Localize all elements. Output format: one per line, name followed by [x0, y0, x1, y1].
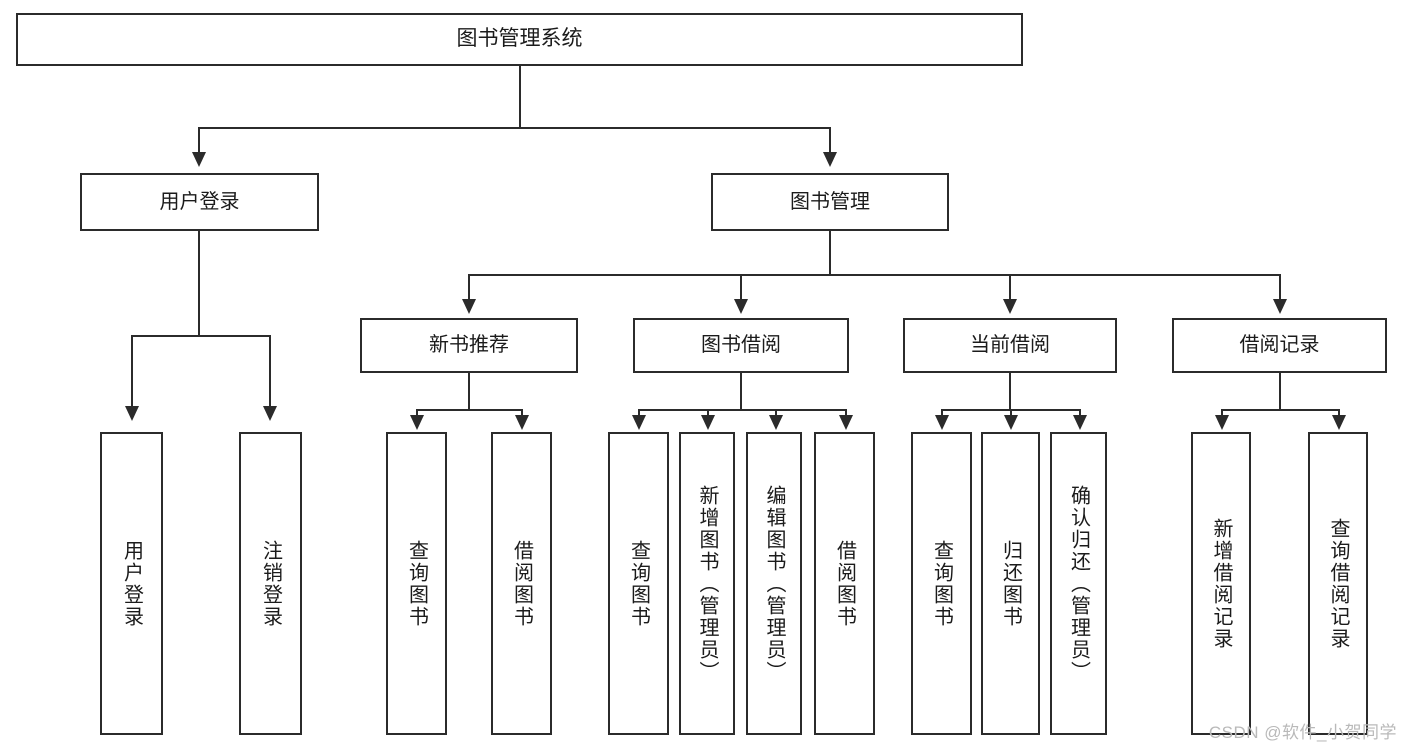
connector-book-borrow-stem [740, 373, 742, 410]
connector-bm-to-new-books [468, 274, 470, 301]
node-label: 注销登录 [259, 539, 282, 628]
leaf-return-book[interactable]: 归还图书 [981, 432, 1040, 735]
node-label: 新增借阅记录 [1210, 517, 1232, 650]
node-label: 借阅图书 [833, 539, 856, 628]
connector-current-borrow-stem [1009, 373, 1011, 410]
connector-new-books-bus [416, 409, 522, 411]
arrow-root-to-user-login [192, 152, 206, 167]
connector-bb-to-leaf-2 [707, 409, 709, 417]
node-label: 当前借阅 [970, 334, 1050, 356]
arrow-cb-to-leaf-3 [1073, 415, 1087, 430]
arrow-bb-to-leaf-3 [769, 415, 783, 430]
arrow-bm-to-borrow-records [1273, 299, 1287, 314]
node-label: 新书推荐 [429, 334, 509, 356]
connector-bb-to-leaf-3 [775, 409, 777, 417]
leaf-confirm-return-admin[interactable]: 确认归还（管理员） [1050, 432, 1107, 735]
arrow-bb-to-leaf-2 [701, 415, 715, 430]
arrow-root-to-book-management [823, 152, 837, 167]
connector-new-books-stem [468, 373, 470, 410]
connector-user-login-bus [131, 335, 270, 337]
connector-br-to-leaf-1 [1221, 409, 1223, 417]
node-label: 查询图书 [405, 539, 428, 628]
connector-user-login-to-leaf-1 [131, 335, 133, 408]
node-label: 编辑图书（管理员） [763, 484, 785, 683]
leaf-query-book-borrow[interactable]: 查询图书 [608, 432, 669, 735]
node-label: 借阅记录 [1239, 334, 1320, 356]
node-label: 借阅图书 [510, 539, 533, 628]
node-label: 新增图书（管理员） [696, 484, 718, 683]
node-user-login[interactable]: 用户登录 [80, 173, 319, 231]
arrow-bb-to-leaf-4 [839, 415, 853, 430]
connector-br-to-leaf-2 [1338, 409, 1340, 417]
connector-bm-to-current-borrow [1009, 274, 1011, 301]
node-label: 归还图书 [999, 539, 1022, 628]
node-label: 用户登录 [120, 539, 143, 628]
connector-cb-to-leaf-2 [1010, 409, 1012, 417]
connector-borrow-records-bus [1221, 409, 1339, 411]
leaf-query-book-current[interactable]: 查询图书 [911, 432, 972, 735]
arrow-user-login-to-leaf-1 [125, 406, 139, 421]
connector-bm-to-book-borrow [740, 274, 742, 301]
node-book-management[interactable]: 图书管理 [711, 173, 949, 231]
connector-bm-to-borrow-records [1279, 274, 1281, 301]
connector-book-management-stem [829, 231, 831, 275]
arrow-br-to-leaf-2 [1332, 415, 1346, 430]
arrow-nb-to-leaf-2 [515, 415, 529, 430]
leaf-add-borrow-record[interactable]: 新增借阅记录 [1191, 432, 1251, 735]
node-label: 用户登录 [159, 190, 240, 213]
leaf-user-login[interactable]: 用户登录 [100, 432, 163, 735]
arrow-nb-to-leaf-1 [410, 415, 424, 430]
connector-cb-to-leaf-3 [1079, 409, 1081, 417]
node-current-borrow[interactable]: 当前借阅 [903, 318, 1117, 373]
connector-cb-to-leaf-1 [941, 409, 943, 417]
connector-borrow-records-stem [1279, 373, 1281, 410]
leaf-query-book-new-recommend[interactable]: 查询图书 [386, 432, 447, 735]
node-label: 查询图书 [930, 539, 953, 628]
connector-nb-to-leaf-2 [521, 409, 523, 417]
connector-bb-to-leaf-1 [638, 409, 640, 417]
connector-user-login-stem [198, 231, 200, 336]
leaf-add-book-admin[interactable]: 新增图书（管理员） [679, 432, 735, 735]
node-label: 查询图书 [627, 539, 650, 628]
node-label: 确认归还（管理员） [1067, 484, 1090, 683]
node-root-book-management-system[interactable]: 图书管理系统 [16, 13, 1023, 66]
arrow-cb-to-leaf-2 [1004, 415, 1018, 430]
connector-bb-to-leaf-4 [845, 409, 847, 417]
connector-root-to-user-login [198, 127, 200, 154]
arrow-user-login-to-leaf-2 [263, 406, 277, 421]
connector-root-to-book-management [829, 127, 831, 154]
node-label: 图书管理 [790, 190, 870, 213]
leaf-logout[interactable]: 注销登录 [239, 432, 302, 735]
connector-book-management-bus [468, 274, 1280, 276]
connector-user-login-to-leaf-2 [269, 335, 271, 408]
arrow-bm-to-current-borrow [1003, 299, 1017, 314]
connector-book-borrow-bus [638, 409, 846, 411]
node-label: 查询借阅记录 [1327, 517, 1349, 650]
node-label: 图书管理系统 [456, 27, 583, 51]
arrow-br-to-leaf-1 [1215, 415, 1229, 430]
node-book-borrow[interactable]: 图书借阅 [633, 318, 849, 373]
arrow-cb-to-leaf-1 [935, 415, 949, 430]
arrow-bb-to-leaf-1 [632, 415, 646, 430]
leaf-edit-book-admin[interactable]: 编辑图书（管理员） [746, 432, 802, 735]
leaf-query-borrow-record[interactable]: 查询借阅记录 [1308, 432, 1368, 735]
node-label: 图书借阅 [701, 334, 781, 356]
connector-root-stem [519, 66, 521, 128]
leaf-borrow-book-new-recommend[interactable]: 借阅图书 [491, 432, 552, 735]
node-new-book-recommend[interactable]: 新书推荐 [360, 318, 578, 373]
arrow-bm-to-book-borrow [734, 299, 748, 314]
watermark-csdn: CSDN @软件_小贺同学 [1208, 723, 1397, 742]
connector-root-bus [198, 127, 830, 129]
leaf-borrow-book[interactable]: 借阅图书 [814, 432, 875, 735]
connector-nb-to-leaf-1 [416, 409, 418, 417]
node-borrow-records[interactable]: 借阅记录 [1172, 318, 1387, 373]
arrow-bm-to-new-books [462, 299, 476, 314]
